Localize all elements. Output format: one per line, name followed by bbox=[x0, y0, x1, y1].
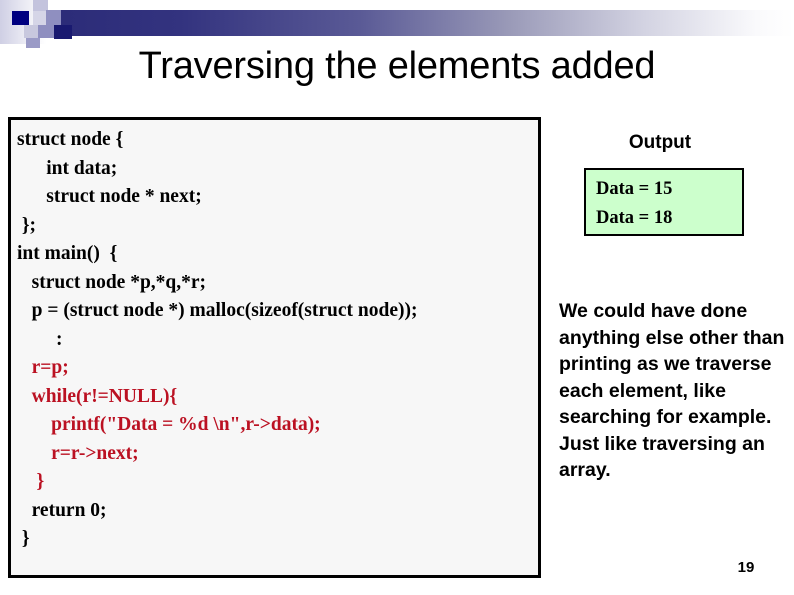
page-title: Traversing the elements added bbox=[138, 45, 656, 87]
decoration-square-violet bbox=[46, 10, 61, 25]
decoration-square-lilac-mid bbox=[33, 11, 47, 25]
output-line: Data = 15 bbox=[596, 179, 673, 199]
code-line: : bbox=[17, 328, 63, 350]
code-line: struct node * next; bbox=[17, 186, 202, 207]
code-line: }; bbox=[17, 214, 37, 236]
code-line: int data; bbox=[17, 157, 118, 179]
output-label: Output bbox=[628, 132, 692, 153]
decoration-square-navy-low bbox=[54, 25, 72, 39]
slide-number: 19 bbox=[737, 559, 755, 576]
code-line: int main() { bbox=[17, 243, 118, 264]
code-listing-box: struct node { int data; struct node * ne… bbox=[8, 117, 541, 578]
decoration-square-lilac-top bbox=[33, 0, 48, 11]
code-line: return 0; bbox=[17, 499, 107, 521]
code-line: p = (struct node *) malloc(sizeof(struct… bbox=[17, 300, 418, 321]
code-line: struct node *p,*q,*r; bbox=[17, 271, 207, 293]
code-line: } bbox=[17, 471, 45, 492]
output-result-box: Data = 15 Data = 18 bbox=[584, 168, 744, 236]
code-line: printf("Data = %d \n",r->data); bbox=[17, 414, 321, 435]
code-line: while(r!=NULL){ bbox=[17, 385, 178, 407]
header-gradient-banner bbox=[46, 10, 794, 36]
code-line: } bbox=[17, 528, 30, 549]
decoration-square-violet-low bbox=[38, 25, 54, 38]
code-line: r=p; bbox=[17, 357, 69, 378]
explanatory-note: We could have done anything else other t… bbox=[559, 300, 785, 481]
decoration-square-lilac-bottom bbox=[26, 38, 40, 48]
code-line: r=r->next; bbox=[17, 442, 139, 464]
code-line: struct node { bbox=[17, 129, 124, 150]
decoration-square-navy bbox=[12, 11, 29, 25]
output-line: Data = 18 bbox=[596, 208, 673, 228]
decoration-square-lilac-low bbox=[24, 25, 38, 38]
